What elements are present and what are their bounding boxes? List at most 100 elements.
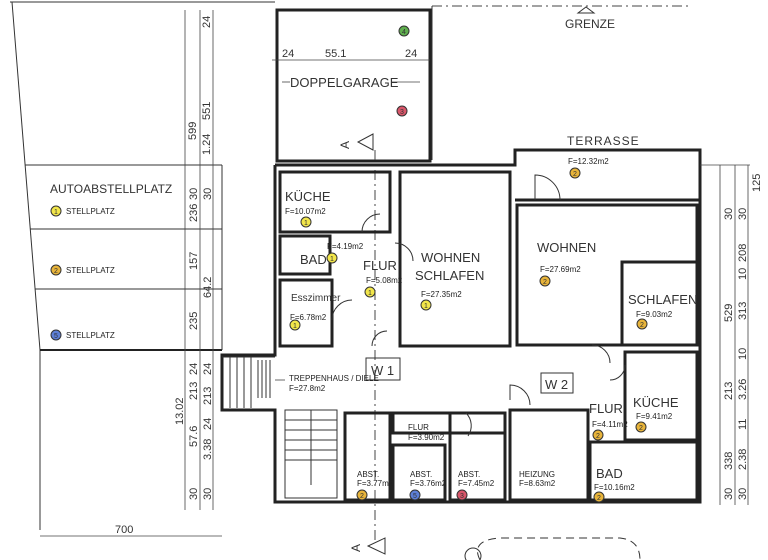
plan-shape: 2 bbox=[50, 264, 62, 276]
room-wohnen-schlafen-w1: WOHNEN SCHLAFEN F=27.35m2 1 bbox=[415, 250, 484, 311]
plan-shape bbox=[593, 491, 605, 503]
plan-shape bbox=[508, 408, 590, 502]
door-icon bbox=[509, 384, 531, 406]
plan-label: 2 bbox=[543, 279, 547, 286]
apartment-w2: TERRASSE F=12.32m2 2 WOHNEN F=27.69m2 2 … bbox=[509, 134, 699, 503]
parking-area: AUTOABSTELLPLATZ 1 STELLPLATZ 2 STELLPLA… bbox=[25, 164, 223, 351]
room-abst-3: ABST. F=7.45m2 3 bbox=[456, 470, 495, 501]
grenze-marker-icon bbox=[576, 6, 596, 14]
plan-shape: 2 bbox=[636, 318, 648, 330]
plan-label: F=27.8m2 bbox=[289, 384, 326, 393]
right-dimensions: 125 30 529 213 338 30 30 208 10 313 10 3… bbox=[700, 164, 763, 505]
plan-shape bbox=[623, 350, 699, 442]
plan-label: F=12.32m2 bbox=[568, 157, 609, 166]
plan-label: 24 bbox=[188, 363, 200, 375]
plan-label: 24 bbox=[201, 16, 213, 28]
marker-circle bbox=[464, 547, 482, 560]
plan-label: BAD bbox=[300, 252, 327, 267]
plan-label: 30 bbox=[723, 488, 735, 500]
plan-label: ABST. bbox=[357, 470, 379, 479]
plan-shape: 1 bbox=[50, 205, 62, 217]
plan-label: F=3.76m2 bbox=[410, 479, 447, 488]
plan-shape bbox=[275, 8, 432, 163]
plan-shape bbox=[275, 148, 702, 200]
plan-label: 30 bbox=[202, 188, 214, 200]
plan-label: 529 bbox=[723, 304, 735, 322]
plan-label: 2 bbox=[54, 268, 58, 275]
w2-label-box bbox=[540, 372, 574, 394]
plan-label: F=10.07m2 bbox=[285, 207, 326, 216]
w1-label-box bbox=[365, 357, 401, 381]
plan-label: 3.26 bbox=[737, 379, 749, 400]
plan-shape bbox=[326, 252, 338, 264]
plan-label: F=7.45m2 bbox=[458, 479, 495, 488]
room-kueche-w2: KÜCHE F=9.41m2 2 bbox=[633, 395, 679, 433]
plan-label: 2 bbox=[573, 171, 577, 178]
parking-space-1: 1 STELLPLATZ bbox=[50, 205, 115, 217]
plan-label: 236 bbox=[188, 204, 200, 222]
plan-label: 1 bbox=[368, 290, 372, 297]
room-terrasse-w2: F=12.32m2 2 bbox=[568, 157, 609, 179]
stairs-upper bbox=[222, 356, 275, 408]
apartment-w1: KÜCHE F=10.07m2 1 BAD F=4.19m2 1 FLUR F=… bbox=[278, 170, 512, 381]
plan-label: 1 bbox=[293, 323, 297, 330]
plan-label: 1 bbox=[330, 256, 334, 263]
plan-label: 30 bbox=[737, 208, 749, 220]
plan-shape bbox=[366, 537, 386, 555]
plan-label: WOHNEN bbox=[421, 250, 480, 265]
plan-shape bbox=[636, 318, 648, 330]
room-flur-lower: FLUR F=3.90m2 bbox=[408, 423, 445, 442]
plan-label: F=3.77m2 bbox=[357, 479, 394, 488]
terrasse-label: TERRASSE bbox=[567, 134, 640, 148]
plan-label: 213 bbox=[723, 382, 735, 400]
plan-shape bbox=[409, 489, 421, 501]
plan-shape: 2 bbox=[539, 275, 551, 287]
plan-label: F=9.03m2 bbox=[636, 310, 673, 319]
plan-shape bbox=[343, 411, 392, 502]
plan-shape bbox=[569, 167, 581, 179]
plan-shape bbox=[448, 411, 507, 502]
plan-label: 157 bbox=[188, 252, 200, 270]
plan-label: 3 bbox=[400, 109, 404, 116]
plan-shape bbox=[220, 165, 702, 504]
grenze-label: GRENZE bbox=[565, 17, 615, 31]
plan-label: 5 bbox=[54, 333, 58, 340]
room-abst-2: ABST. F=3.76m2 5 bbox=[409, 470, 447, 501]
plan-shape bbox=[356, 133, 374, 151]
plan-label: F=27.35m2 bbox=[421, 290, 462, 299]
plan-label: F=8.63m2 bbox=[519, 479, 556, 488]
plan-label: F=10.16m2 bbox=[594, 483, 635, 492]
plan-label: 213 bbox=[188, 382, 200, 400]
plan-shape bbox=[50, 264, 62, 276]
plan-label: 125 bbox=[751, 174, 763, 192]
plan-label: 2 bbox=[597, 495, 601, 502]
plan-label: TREPPENHAUS / DIELE bbox=[289, 374, 379, 383]
plan-label: 13.02 bbox=[174, 397, 186, 425]
plan-shape: 3 bbox=[456, 489, 468, 501]
w2-label: W 2 bbox=[545, 377, 568, 392]
plan-shape bbox=[300, 216, 312, 228]
plan-label: 10 bbox=[737, 348, 749, 360]
plan-shape bbox=[398, 170, 512, 348]
plan-shape bbox=[635, 421, 647, 433]
plan-label: 599 bbox=[187, 122, 199, 140]
plan-shape: 5 bbox=[50, 329, 62, 341]
plan-label: A bbox=[349, 544, 363, 552]
plan-label: A bbox=[338, 141, 352, 149]
building-walls bbox=[220, 148, 702, 504]
room-wohnen-w2: WOHNEN F=27.69m2 2 bbox=[537, 240, 596, 287]
plan-shape: 2 bbox=[593, 491, 605, 503]
plan-label: 338 bbox=[723, 452, 735, 470]
plan-label: F=4.11m2 bbox=[592, 420, 628, 429]
plan-shape bbox=[420, 299, 432, 311]
plan-label: FLUR bbox=[363, 258, 397, 273]
plan-shape bbox=[515, 203, 699, 347]
plan-label: ABST. bbox=[410, 470, 432, 479]
plan-shape bbox=[50, 205, 62, 217]
plan-label: STELLPLATZ bbox=[66, 331, 115, 340]
plan-shape: 1 bbox=[289, 319, 301, 331]
plan-label: 64.2 bbox=[202, 277, 214, 298]
plan-label: 313 bbox=[737, 302, 749, 320]
dim-label: 24 bbox=[282, 48, 294, 60]
plan-label: 1 bbox=[424, 303, 428, 310]
